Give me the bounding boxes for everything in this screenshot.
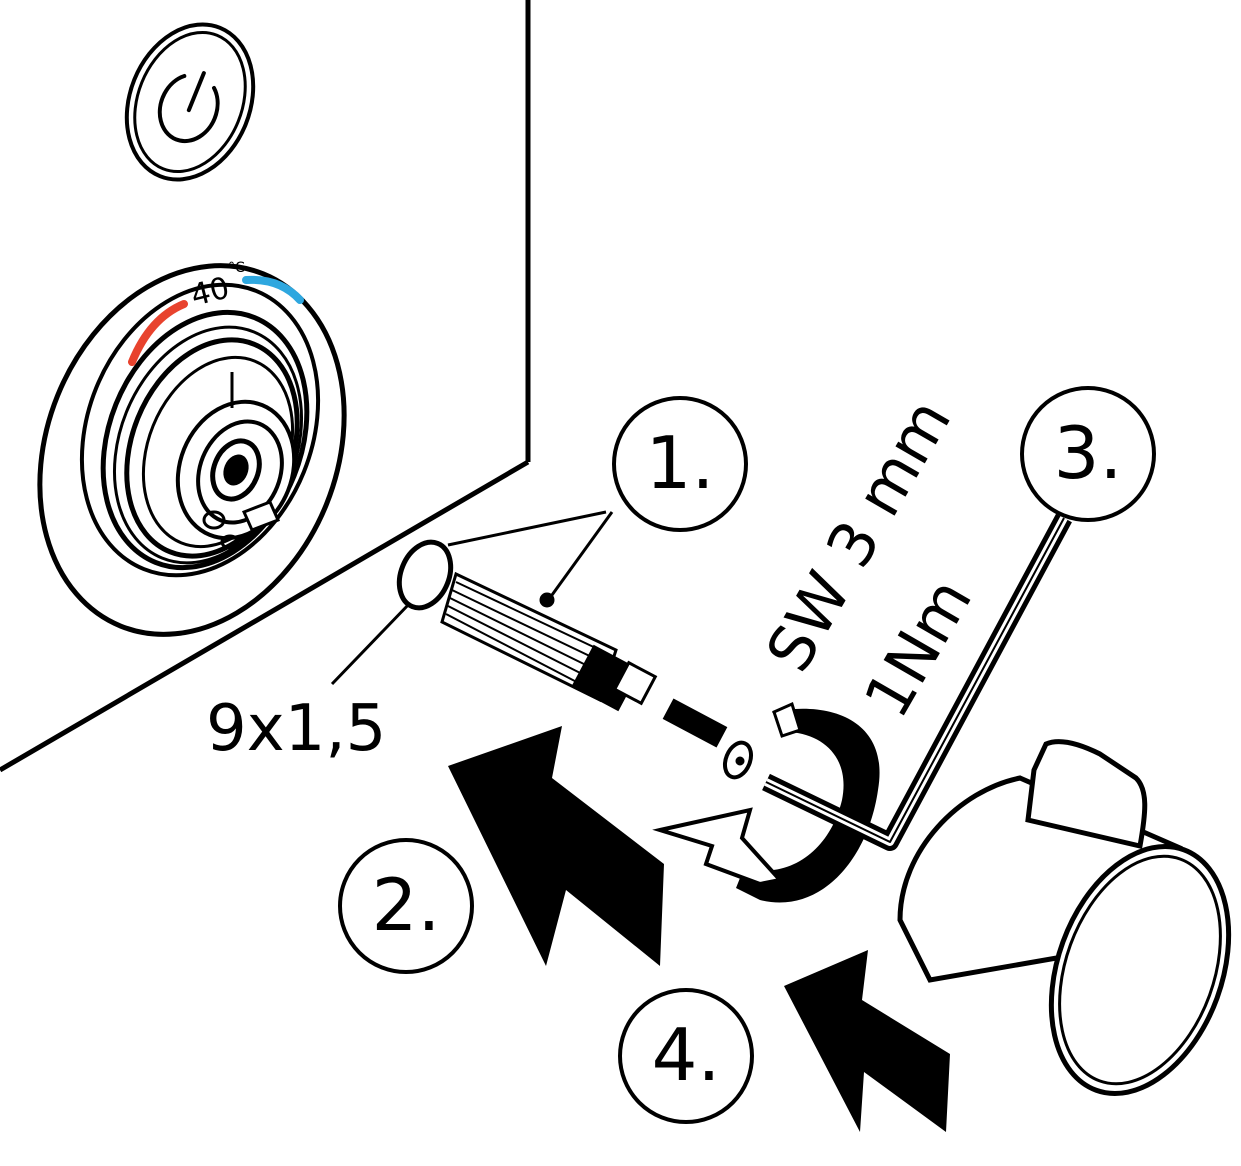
screw [662, 698, 754, 780]
step-badge-3: 3. [1020, 386, 1156, 522]
push-arrow-handle [784, 950, 950, 1132]
step-badge-1: 1. [612, 396, 748, 532]
step-label-2: 2. [372, 863, 441, 947]
push-arrow-main [448, 726, 664, 966]
oring-size-label: 9x1,5 [206, 692, 386, 766]
power-button [124, 22, 256, 182]
step-label-3: 3. [1054, 411, 1123, 495]
leader-line-oring [447, 510, 607, 547]
rotation-arrow [652, 701, 880, 903]
cold-indicator [242, 275, 304, 304]
o-ring [330, 539, 454, 686]
temperature-unit: °C [228, 260, 245, 276]
step-label-1: 1. [646, 421, 715, 505]
step-label-4: 4. [652, 1013, 721, 1097]
power-icon [157, 73, 220, 144]
step-badge-2: 2. [338, 838, 474, 974]
allen-key [762, 513, 1072, 851]
step-badge-4: 4. [618, 988, 754, 1124]
wall [0, 0, 531, 773]
hot-indicator [128, 300, 188, 366]
thermostat-handle [897, 739, 1232, 1097]
spindle-extension [440, 571, 658, 712]
thermostat-rosette: 40 °C [37, 260, 347, 637]
leader-line-spindle [550, 511, 614, 596]
